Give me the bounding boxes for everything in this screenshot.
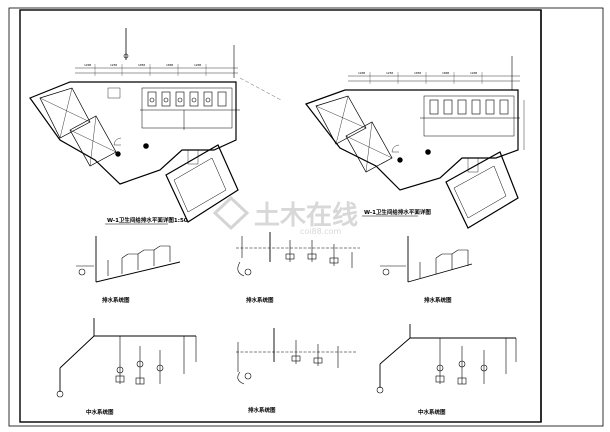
middle-bottom-title: 排水系统图: [248, 406, 276, 414]
plan-left-dimensions: 1200 1250 1050 1000 1200: [84, 63, 201, 67]
plan-right: [305, 56, 525, 229]
svg-text:1050: 1050: [414, 71, 421, 75]
plan-right-title: W-1卫生间给排水平面详图: [364, 208, 431, 216]
drain-2-title: 排水系统图: [246, 296, 274, 304]
drain-1-title: 排水系统图: [102, 296, 130, 304]
reclaimed-left-title: 中水系统图: [86, 408, 114, 416]
reclaimed-right-title: 中水系统图: [418, 408, 446, 416]
plan-left: [29, 28, 282, 223]
middle-bottom-diagram: [236, 328, 356, 385]
drain-3-title: 排水系统图: [424, 296, 452, 304]
watermark-logo-icon: [212, 195, 250, 231]
svg-text:1250: 1250: [110, 63, 117, 67]
svg-text:1250: 1250: [386, 71, 393, 75]
watermark-text: 土木在线: [254, 201, 358, 231]
reclaimed-diagram-left: [56, 318, 197, 398]
drain-diagram-3: [380, 236, 473, 283]
drain-diagram-2: [236, 232, 360, 277]
svg-text:1200: 1200: [470, 71, 477, 75]
watermark-subtext: coi88.com: [300, 227, 342, 236]
drain-diagram-1: [76, 236, 181, 283]
plan-right-dimensions: 1200 1250 1050 1000 1200: [358, 71, 477, 75]
plan-left-title: W-1卫生间给排水平面详图1:50: [107, 216, 188, 224]
outer-frame: [8, 7, 604, 427]
svg-text:1000: 1000: [166, 63, 173, 67]
svg-text:1000: 1000: [442, 71, 449, 75]
watermark: 土木在线 coi88.com: [212, 195, 358, 236]
svg-text:1200: 1200: [194, 63, 201, 67]
svg-text:1200: 1200: [84, 63, 91, 67]
reclaimed-diagram-right: [376, 324, 517, 394]
svg-text:1050: 1050: [138, 63, 145, 67]
svg-text:1200: 1200: [358, 71, 365, 75]
